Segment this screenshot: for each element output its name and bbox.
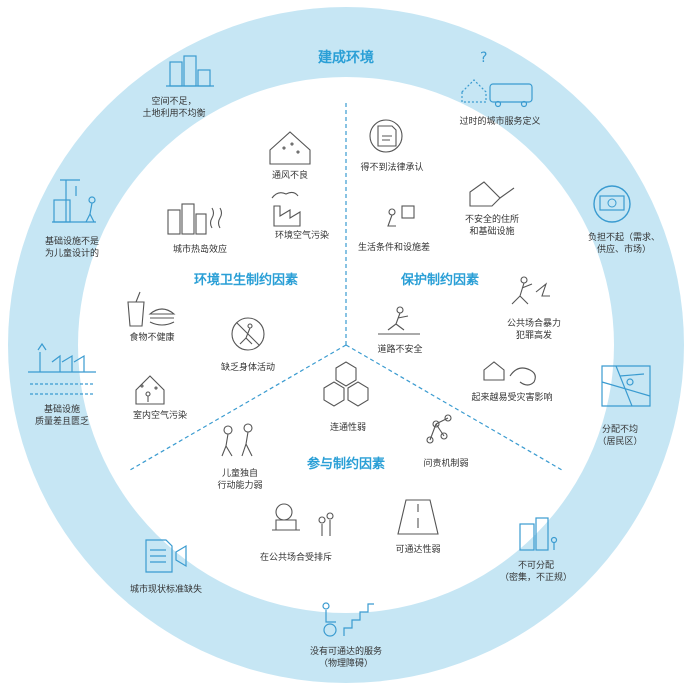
children-walking-icon — [221, 423, 253, 457]
part-mobility-line1: 儿童独自 — [222, 467, 258, 479]
svg-text:?: ? — [480, 50, 487, 66]
section-participation: 参与制约因素 — [307, 456, 385, 472]
part-reach: 可通达性弱 — [395, 543, 440, 555]
part-accountability: 问责机制弱 — [423, 457, 468, 469]
part-connect: 连通性弱 — [330, 421, 366, 433]
factory-smoke-icon — [271, 191, 301, 227]
outer-afford-line2: 供应、市场） — [597, 243, 651, 255]
child-socket-icon — [387, 205, 415, 227]
house-bus-icon: ? — [461, 50, 533, 108]
trip-hazard-icon — [378, 306, 420, 335]
document-megaphone-icon — [145, 539, 187, 573]
connectivity-icon — [323, 361, 369, 407]
cup-burger-icon — [127, 291, 176, 327]
prot-law: 得不到法律承认 — [360, 161, 423, 173]
outer-space-line2: 土地利用不均衡 — [142, 107, 205, 119]
prot-housing-line1: 不安全的住所 — [465, 213, 519, 225]
outer-design-line1: 基础设施不是 — [45, 235, 99, 247]
network-icon — [426, 414, 452, 444]
disaster-icon — [483, 361, 536, 386]
outer-quality-line2: 质量差且匮乏 — [35, 415, 89, 427]
broken-house-icon — [469, 181, 515, 207]
factory-pipes-icon — [28, 342, 96, 395]
wheelchair-stairs-icon — [322, 602, 374, 637]
diagram-title: 建成环境 — [318, 49, 374, 66]
env-heat: 城市热岛效应 — [173, 243, 227, 255]
road-icon — [397, 499, 439, 535]
env-activity: 缺乏身体活动 — [221, 361, 275, 373]
part-exclusion: 在公共场合受排斥 — [260, 551, 332, 563]
city-heat-icon — [167, 203, 223, 235]
bench-people-icon — [272, 503, 334, 536]
buildings-icon — [166, 55, 214, 87]
env-ventilation: 通风不良 — [272, 169, 308, 181]
section-environment: 环境卫生制约因素 — [194, 272, 298, 288]
outer-afford-line1: 负担不起（需求、 — [588, 231, 660, 243]
dense-buildings-icon — [519, 517, 558, 551]
env-indoor: 室内空气污染 — [133, 409, 187, 421]
prot-road: 道路不安全 — [377, 343, 422, 355]
crane-child-icon — [52, 179, 96, 223]
outer-quality-line1: 基础设施 — [44, 403, 80, 415]
money-icon — [593, 185, 631, 223]
no-activity-icon — [231, 317, 265, 351]
outer-space-line1: 空间不足， — [151, 95, 196, 107]
outer-design-line2: 为儿童设计的 — [45, 247, 99, 259]
section-protection: 保护制约因素 — [400, 272, 479, 288]
outer-unequal-line2: （居民区） — [597, 436, 642, 447]
house-dust-icon — [269, 131, 311, 165]
part-mobility-line2: 行动能力弱 — [217, 479, 262, 491]
outer-indivisible-line2: （密集，不正规） — [500, 571, 572, 583]
env-food: 食物不健康 — [129, 331, 174, 343]
outer-access-line2: （物理障碍） — [319, 657, 373, 669]
prot-violence-line1: 公共场合暴力 — [507, 317, 561, 329]
prot-living: 生活条件和设施差 — [358, 241, 430, 253]
indoor-pollution-icon — [135, 375, 165, 405]
map-grid-icon — [601, 365, 651, 407]
no-document-icon — [369, 119, 403, 153]
violence-icon — [511, 276, 550, 305]
outer-access-line1: 没有可通达的服务 — [310, 645, 382, 657]
outer-unequal-line1: 分配不均 — [602, 423, 638, 435]
outer-standards: 城市现状标准缺失 — [130, 583, 202, 595]
env-air: 环境空气污染 — [275, 229, 329, 241]
prot-disaster: 起来越易受灾害影响 — [471, 391, 552, 403]
outer-indivisible-line1: 不可分配 — [518, 560, 554, 571]
outer-outdated: 过时的城市服务定义 — [459, 115, 540, 127]
prot-housing-line2: 和基础设施 — [469, 225, 514, 237]
prot-violence-line2: 犯罪高发 — [516, 329, 552, 341]
